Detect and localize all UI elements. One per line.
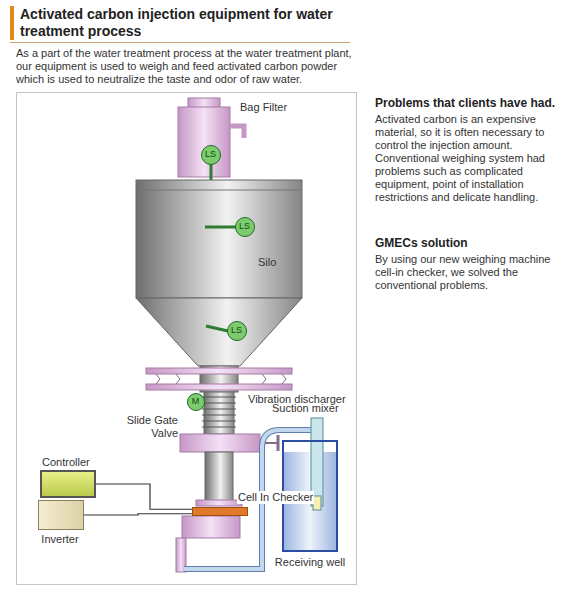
discharger-ring xyxy=(146,384,292,390)
section-heading: GMECs solution xyxy=(375,236,557,251)
bag-filter-body xyxy=(178,107,230,177)
title-bar xyxy=(10,6,14,40)
signal-wire xyxy=(84,514,192,515)
part-label: Bag Filter xyxy=(240,101,287,114)
bellows-fold xyxy=(202,427,236,428)
sensor-symbol: M xyxy=(187,393,205,411)
node-label: Receiving well xyxy=(275,556,345,569)
diagram-frame xyxy=(17,93,357,585)
part-label: Silo xyxy=(258,256,276,269)
node-label: Controller xyxy=(42,456,90,469)
section-body: By using our new weighing machine cell-i… xyxy=(375,253,555,292)
node-label: LS xyxy=(239,221,250,232)
node-label: LS xyxy=(205,149,216,160)
node-label: Inverter xyxy=(41,533,78,546)
silo-body xyxy=(136,180,302,298)
section-body: Activated carbon is an expensive materia… xyxy=(375,113,555,204)
slide-gate-valve xyxy=(180,434,260,452)
cell-in-checker: Cell In Checker xyxy=(192,507,248,516)
title-rule xyxy=(10,42,350,43)
section-heading: Problems that clients have had. xyxy=(375,96,557,111)
discharger-springs xyxy=(156,374,286,384)
page-title: Activated carbon injection equipment for… xyxy=(20,6,350,40)
level-switch-stem xyxy=(205,226,236,229)
bellows-fold xyxy=(202,421,236,422)
feed-column xyxy=(205,452,233,502)
controller-box: Controller xyxy=(40,470,96,498)
bellows-folds xyxy=(202,397,236,427)
part-label: Slide Gate Valve xyxy=(118,414,178,440)
sensor-symbol: LS xyxy=(235,217,255,237)
level-switch-stem xyxy=(206,326,228,331)
valve-wheel xyxy=(277,435,280,451)
feeder-body xyxy=(182,516,240,538)
silo-seam xyxy=(136,190,302,191)
discharger-ring xyxy=(146,368,292,374)
part-label: Suction mixer xyxy=(272,402,339,415)
bag-filter-outlet xyxy=(230,126,244,138)
signal-wire xyxy=(96,484,192,509)
bellows-fold xyxy=(202,397,236,398)
bellows-fold xyxy=(202,415,236,416)
silo-cone xyxy=(136,298,302,366)
sensor-symbol: LS xyxy=(227,321,247,341)
bellows-column xyxy=(204,392,234,434)
bellows-fold xyxy=(202,409,236,410)
sensor-symbol: LS xyxy=(201,145,221,165)
bellows-fold xyxy=(202,403,236,404)
node-label: M xyxy=(192,396,200,407)
inverter-box: Inverter xyxy=(38,500,84,530)
intro-text: As a part of the water treatment process… xyxy=(16,47,361,86)
node-label: LS xyxy=(231,325,242,336)
node-label: Cell In Checker xyxy=(237,491,314,504)
column-flange xyxy=(196,500,242,506)
level-switch-stem xyxy=(210,164,213,181)
